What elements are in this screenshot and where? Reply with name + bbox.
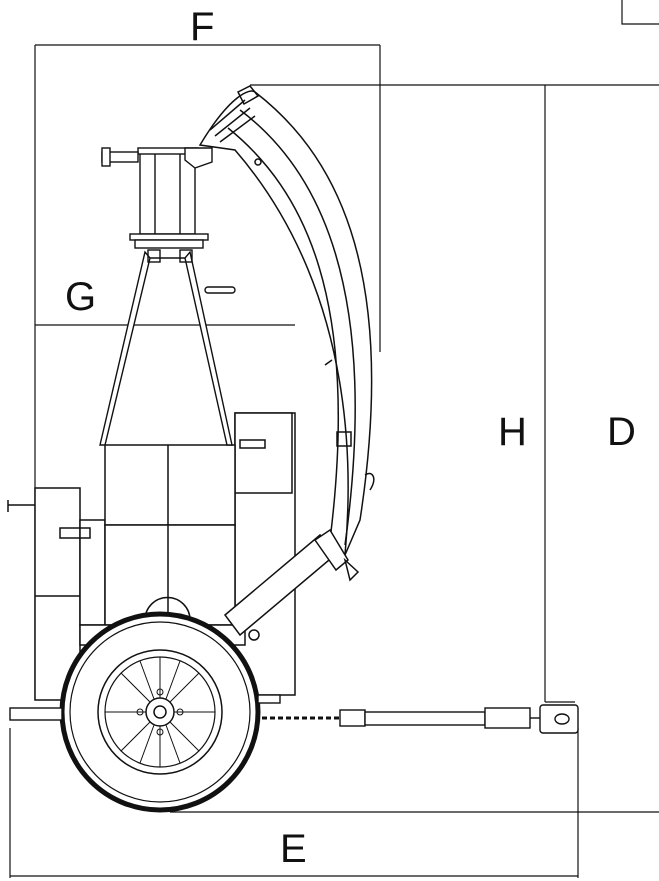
dimension-lines (9, 0, 659, 878)
dimension-label-h: H (498, 410, 527, 454)
axle-stub (9, 707, 63, 721)
dimension-label-f: F (190, 5, 214, 49)
intake-housing (101, 147, 213, 249)
dimension-label-d: D (607, 410, 636, 454)
chute-support-arm (223, 472, 375, 641)
wheel (59, 611, 261, 813)
machine-frame (7, 412, 296, 701)
tow-bar (257, 694, 579, 734)
discharge-chute (198, 85, 373, 556)
feed-hopper (99, 249, 236, 446)
dimension-label-g: G (65, 275, 96, 319)
dimension-label-e: E (280, 827, 307, 871)
